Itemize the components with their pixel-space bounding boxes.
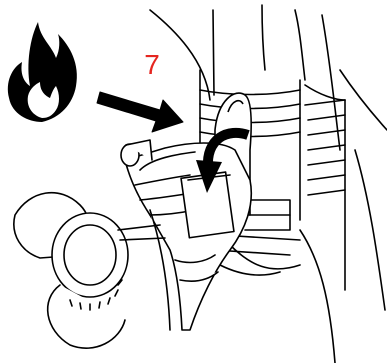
hand-with-pliers <box>121 140 251 330</box>
arrow-right-icon <box>97 92 183 132</box>
fire-icon <box>8 22 77 122</box>
step-number: 7 <box>137 50 167 80</box>
ratchet-handle <box>14 193 165 349</box>
